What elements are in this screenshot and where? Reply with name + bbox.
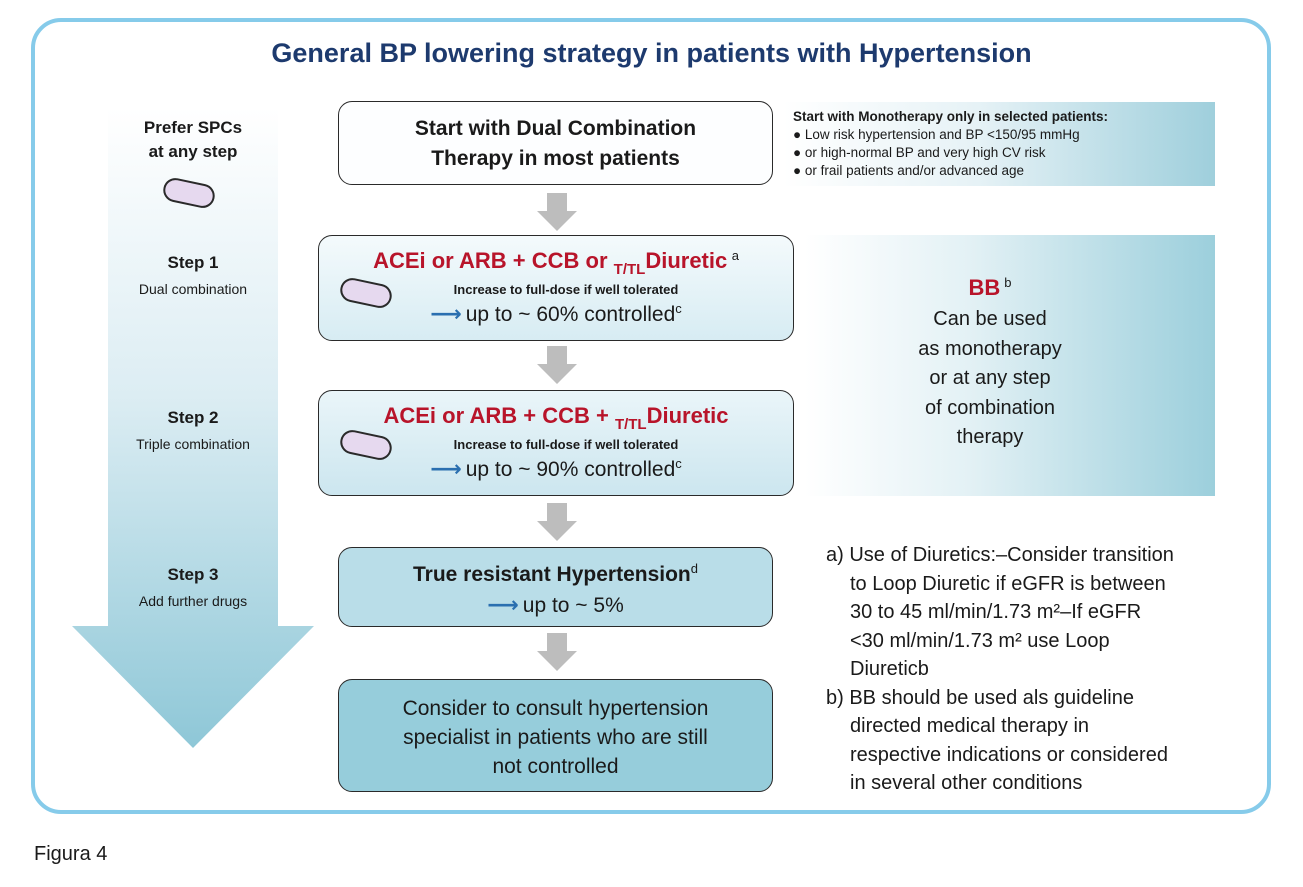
prefer-line-2: at any step xyxy=(148,142,238,161)
footnote-b-line: in several other conditions xyxy=(850,772,1083,794)
step2-drug-b: Diuretic xyxy=(646,403,729,428)
consult-line2: specialist in patients who are still xyxy=(403,726,708,749)
step1-controlled: ⟶up to ~ 60% controlledc xyxy=(319,301,793,327)
step1-label: Step 1 Dual combination xyxy=(108,253,278,297)
down-arrow-icon xyxy=(537,633,577,671)
step1-title: Step 1 xyxy=(167,253,219,272)
step1-increase: Increase to full-dose if well tolerated xyxy=(453,282,679,297)
figure-caption: Figura 4 xyxy=(34,843,108,865)
step1-drug-b: Diuretic xyxy=(645,248,728,273)
box1-line1: Start with Dual Combination xyxy=(414,117,697,140)
step1-controlled-sup: c xyxy=(675,301,682,316)
step2-drug-a: ACEi or ARB + CCB + xyxy=(383,403,615,428)
bb-title: BB xyxy=(968,275,1001,300)
step1-drug-a: ACEi or ARB + CCB or xyxy=(373,248,614,273)
monotherapy-heading: Start with Monotherapy only in selected … xyxy=(793,109,1109,124)
monotherapy-item-text: or high-normal BP and very high CV risk xyxy=(804,145,1046,160)
step2-controlled: ⟶up to ~ 90% controlledc xyxy=(319,456,793,482)
resistant-box: True resistant Hypertensiond ⟶up to ~ 5% xyxy=(338,547,773,627)
footnote-a-line: <30 ml/min/1.73 m² use Loop xyxy=(850,629,1110,652)
resistant-controlled: ⟶up to ~ 5% xyxy=(339,592,772,618)
big-down-arrow xyxy=(72,108,314,748)
step1-drug-sub: T/TL xyxy=(613,261,646,278)
resistant-title: True resistant Hypertension xyxy=(413,563,691,586)
start-dual-box: Start with Dual Combination Therapy in m… xyxy=(338,101,773,185)
prefer-line-1: Prefer SPCs xyxy=(143,118,243,137)
resistant-controlled-text: up to ~ 5% xyxy=(522,594,624,617)
step1-box: ACEi or ARB + CCB or T/TLDiuretic a Incr… xyxy=(318,235,794,341)
right-arrow-icon: ⟶ xyxy=(430,301,462,326)
footnote-a: a) Use of Diuretics:–Consider transition… xyxy=(826,541,1246,684)
monotherapy-item: ● or high-normal BP and very high CV ris… xyxy=(793,145,1046,160)
bb-sup: b xyxy=(1004,275,1012,290)
step3-title: Step 3 xyxy=(167,565,219,584)
footnote-b-line: respective indications or considered xyxy=(850,743,1168,766)
monotherapy-item-text: Low risk hypertension and BP <150/95 mmH… xyxy=(804,127,1080,142)
step1-sup: a xyxy=(731,248,739,263)
monotherapy-item: ● or frail patients and/or advanced age xyxy=(793,163,1025,178)
step2-drug-sub: T/TL xyxy=(614,416,647,433)
consult-box: Consider to consult hypertension special… xyxy=(338,679,773,792)
footnote-a-line: Diureticb xyxy=(850,658,929,680)
footnotes: a) Use of Diuretics:–Consider transition… xyxy=(826,541,1246,798)
step2-drugs: ACEi or ARB + CCB + T/TLDiuretic xyxy=(319,403,793,433)
down-arrow-icon xyxy=(537,503,577,541)
consult-line1: Consider to consult hypertension xyxy=(402,697,709,720)
bb-line: as monotherapy xyxy=(918,337,1062,360)
bb-line: Can be used xyxy=(933,308,1047,330)
monotherapy-item: ● Low risk hypertension and BP <150/95 m… xyxy=(793,127,1080,142)
monotherapy-note: Start with Monotherapy only in selected … xyxy=(783,102,1215,186)
consult-line3: not controlled xyxy=(492,755,619,778)
step1-controlled-text: up to ~ 60% controlled xyxy=(465,303,676,326)
consult-text: Consider to consult hypertension special… xyxy=(339,694,772,781)
right-arrow-icon: ⟶ xyxy=(487,592,519,617)
footnote-b: b) BB should be used als guideline direc… xyxy=(826,684,1246,798)
resistant-title-row: True resistant Hypertensiond xyxy=(339,560,772,590)
footnote-b-line: directed medical therapy in xyxy=(850,715,1090,737)
step2-controlled-sup: c xyxy=(675,456,682,471)
footnote-a-line: to Loop Diuretic if eGFR is between xyxy=(850,572,1166,595)
step2-controlled-text: up to ~ 90% controlled xyxy=(465,458,676,481)
step3-label: Step 3 Add further drugs xyxy=(108,565,278,609)
footnote-a-line: a) Use of Diuretics:–Consider transition xyxy=(826,544,1174,566)
step2-increase: Increase to full-dose if well tolerated xyxy=(453,437,679,452)
step2-box: ACEi or ARB + CCB + T/TLDiuretic Increas… xyxy=(318,390,794,496)
bb-line: of combination xyxy=(924,396,1056,419)
resistant-sup: d xyxy=(690,561,698,576)
step2-sub: Triple combination xyxy=(136,436,250,452)
footnote-a-line: 30 to 45 ml/min/1.73 m²–If eGFR xyxy=(850,601,1142,623)
monotherapy-item-text: or frail patients and/or advanced age xyxy=(804,163,1025,178)
bb-line: therapy xyxy=(956,426,1024,448)
step2-title: Step 2 xyxy=(167,408,219,427)
step3-sub: Add further drugs xyxy=(138,593,248,609)
step2-label: Step 2 Triple combination xyxy=(108,408,278,452)
box1-line2: Therapy in most patients xyxy=(431,147,680,170)
prefer-spcs-label: Prefer SPCs at any step xyxy=(108,118,278,162)
footnote-b-line: b) BB should be used als guideline xyxy=(826,686,1134,709)
right-arrow-icon: ⟶ xyxy=(430,456,462,481)
bb-line: or at any step xyxy=(929,367,1051,389)
step1-drugs: ACEi or ARB + CCB or T/TLDiuretic a xyxy=(319,248,793,278)
down-arrow-icon xyxy=(537,193,577,231)
down-arrow-icon xyxy=(537,346,577,384)
step1-sub: Dual combination xyxy=(138,281,248,297)
diagram-title: General BP lowering strategy in patients… xyxy=(271,38,1032,68)
